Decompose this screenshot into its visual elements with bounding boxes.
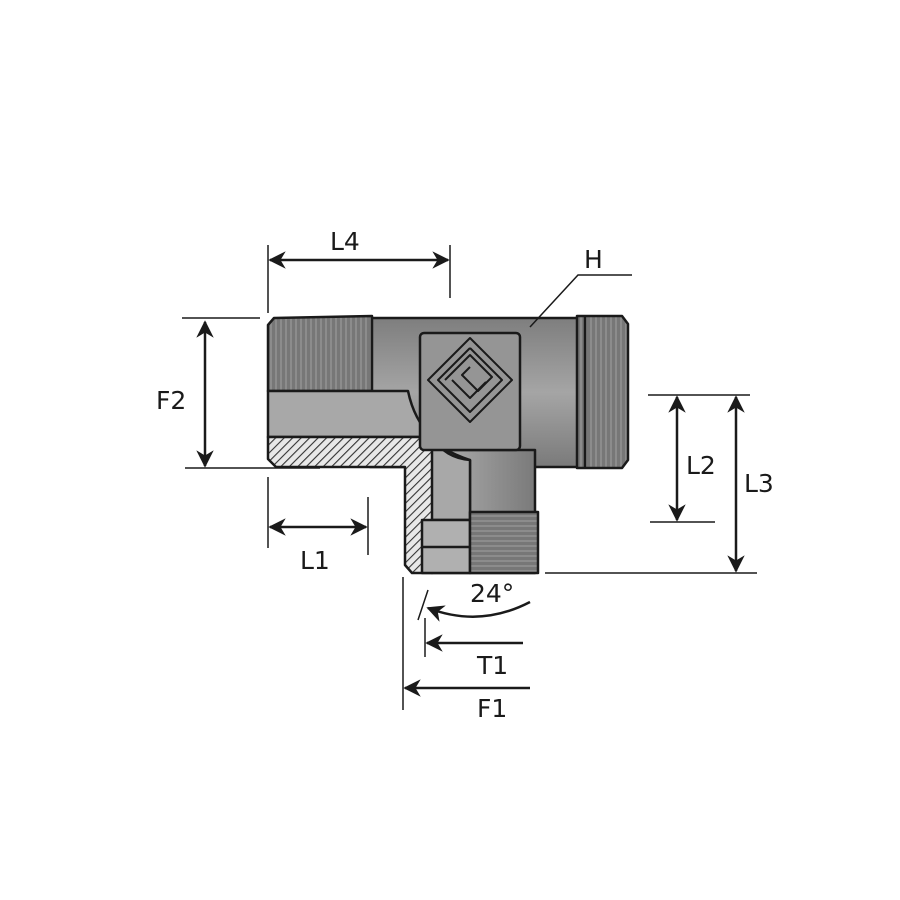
left-bore <box>266 389 434 439</box>
label-t1: T1 <box>476 651 508 680</box>
lower-thread <box>468 510 540 575</box>
fitting-body <box>266 314 630 575</box>
label-l2: L2 <box>686 451 716 480</box>
cone-line <box>417 589 429 621</box>
label-f1: F1 <box>477 694 507 723</box>
dimension-lines <box>182 245 757 710</box>
label-h: H <box>584 245 603 274</box>
wrench-flat <box>418 331 522 452</box>
label-f2: F2 <box>156 386 186 415</box>
logo-icon <box>427 337 513 423</box>
label-l1: L1 <box>300 546 330 575</box>
dimension-labels: L4 H F2 L2 L3 L1 24° T1 F1 <box>156 227 774 723</box>
label-l3: L3 <box>744 469 774 498</box>
left-thread <box>266 314 374 393</box>
h-leader <box>529 274 632 328</box>
right-thread <box>575 314 630 470</box>
angle-arc <box>426 600 531 622</box>
label-l4: L4 <box>330 227 360 256</box>
label-angle: 24° <box>470 579 514 608</box>
